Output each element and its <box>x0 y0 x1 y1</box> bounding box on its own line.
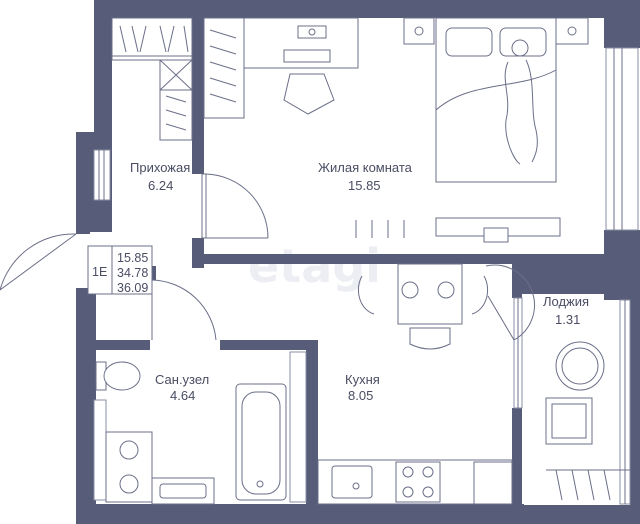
room-labels: Прихожая 6.24 Жилая комната 15.85 Лоджия… <box>130 160 589 403</box>
room-area-hallway: 6.24 <box>148 178 173 193</box>
desk <box>203 17 359 119</box>
area-summary: 1E 15.85 34.78 36.09 <box>87 245 153 295</box>
room-area-living: 15.85 <box>348 178 381 193</box>
nightstand-right <box>555 17 589 45</box>
wardrobe <box>111 17 193 141</box>
kitchen-unit <box>317 459 513 505</box>
nightstand-left <box>403 17 435 45</box>
washing-machine <box>105 431 153 503</box>
dining-table <box>358 263 488 350</box>
watermark: etagi <box>248 239 381 293</box>
windows <box>93 47 639 505</box>
bed <box>435 17 557 183</box>
walls <box>76 0 640 524</box>
bathtub <box>235 383 287 501</box>
sink <box>151 477 215 505</box>
loggia-furniture <box>545 341 630 501</box>
apartment-type: 1E <box>92 265 107 279</box>
room-name-living: Жилая комната <box>318 160 413 175</box>
toilet <box>95 361 141 391</box>
room-area-loggia: 1.31 <box>555 312 580 327</box>
gross-area-total: 36.09 <box>117 281 148 295</box>
room-name-loggia: Лоджия <box>543 294 589 309</box>
room-area-bathroom: 4.64 <box>170 388 195 403</box>
room-name-bathroom: Сан.узел <box>155 372 209 387</box>
tv-cabinet <box>355 217 561 243</box>
net-area-total: 34.78 <box>117 266 148 280</box>
room-name-kitchen: Кухня <box>345 372 380 387</box>
room-name-hallway: Прихожая <box>130 160 190 175</box>
room-area-kitchen: 8.05 <box>348 388 373 403</box>
living-area-total: 15.85 <box>117 251 148 265</box>
